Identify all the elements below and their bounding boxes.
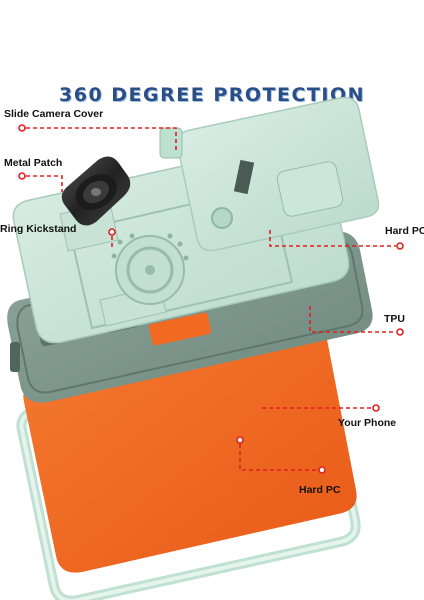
label-your-phone: Your Phone <box>338 417 397 429</box>
camera-slider-icon <box>159 96 380 252</box>
headline-title: 360 DEGREE PROTECTION <box>59 84 365 106</box>
label-metal-patch: Metal Patch <box>4 157 63 169</box>
label-slide-camera-cover: Slide Camera Cover <box>4 108 104 120</box>
callout-dots <box>18 124 404 474</box>
label-tpu: TPU <box>384 313 405 325</box>
label-hard-pc-bottom: Hard PC <box>299 484 341 496</box>
ring-kickstand-icon <box>61 156 131 226</box>
label-hard-pc-top: Hard PC <box>385 225 424 237</box>
label-ring-kickstand: Ring Kickstand <box>0 223 77 235</box>
